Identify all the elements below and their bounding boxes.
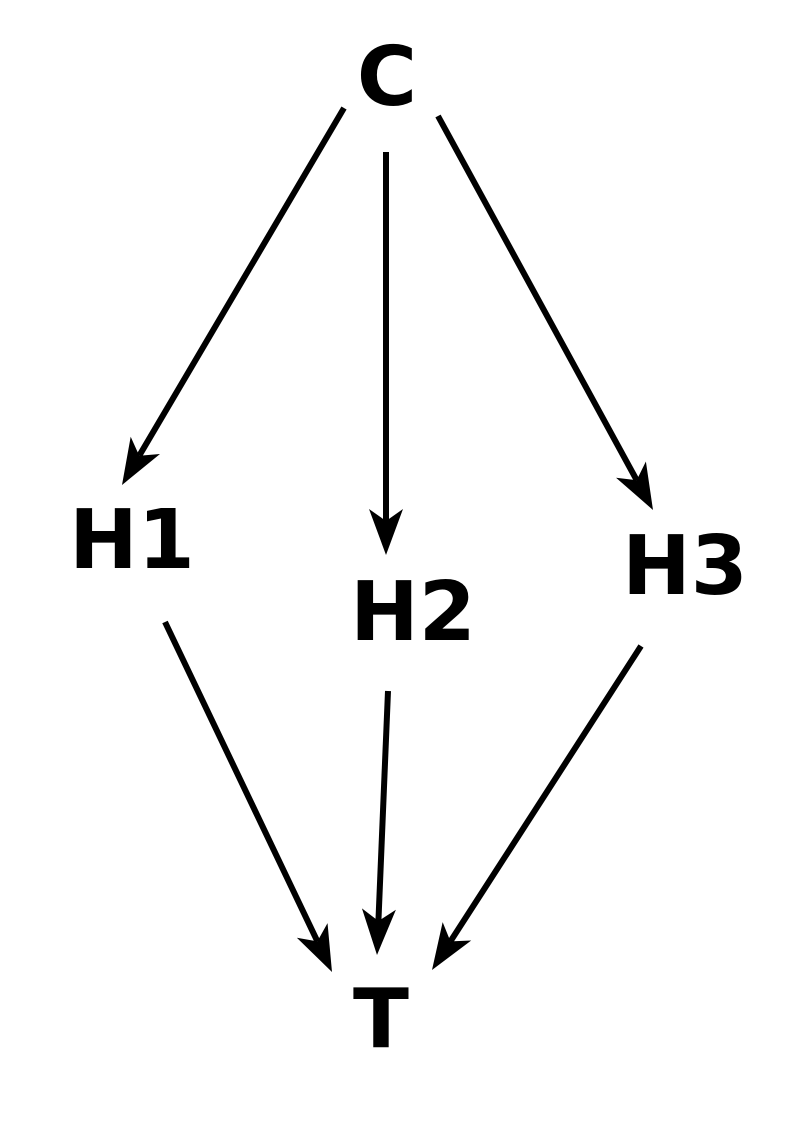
edge-c-h3-arrowhead bbox=[616, 461, 653, 510]
edge-h3-t-arrowhead bbox=[432, 922, 472, 970]
node-h2: H2 bbox=[350, 565, 476, 660]
edge-c-h2 bbox=[369, 152, 403, 555]
edge-c-h1 bbox=[122, 106, 347, 485]
edge-c-h3-line bbox=[435, 114, 640, 482]
edge-c-h1-line bbox=[136, 106, 347, 458]
edge-c-h1-arrowhead bbox=[122, 436, 160, 485]
edge-h3-t-line bbox=[447, 644, 644, 944]
node-c: C bbox=[357, 30, 417, 125]
nodes-layer: C H1 H2 H3 T bbox=[69, 30, 748, 1067]
edge-c-h2-arrowhead bbox=[369, 509, 403, 555]
node-h3: H3 bbox=[622, 519, 748, 614]
node-h1: H1 bbox=[69, 493, 195, 588]
edge-h2-t bbox=[361, 690, 396, 955]
edge-h1-t bbox=[162, 620, 332, 972]
edge-c-h3 bbox=[435, 114, 653, 510]
node-t: T bbox=[353, 972, 409, 1067]
edge-h1-t-line bbox=[162, 620, 321, 943]
edge-h2-t-arrowhead bbox=[361, 908, 396, 955]
edges-layer bbox=[122, 106, 653, 972]
edge-h2-t-line bbox=[375, 690, 391, 922]
edge-h1-t-arrowhead bbox=[296, 923, 332, 972]
edge-h3-t bbox=[432, 644, 644, 970]
